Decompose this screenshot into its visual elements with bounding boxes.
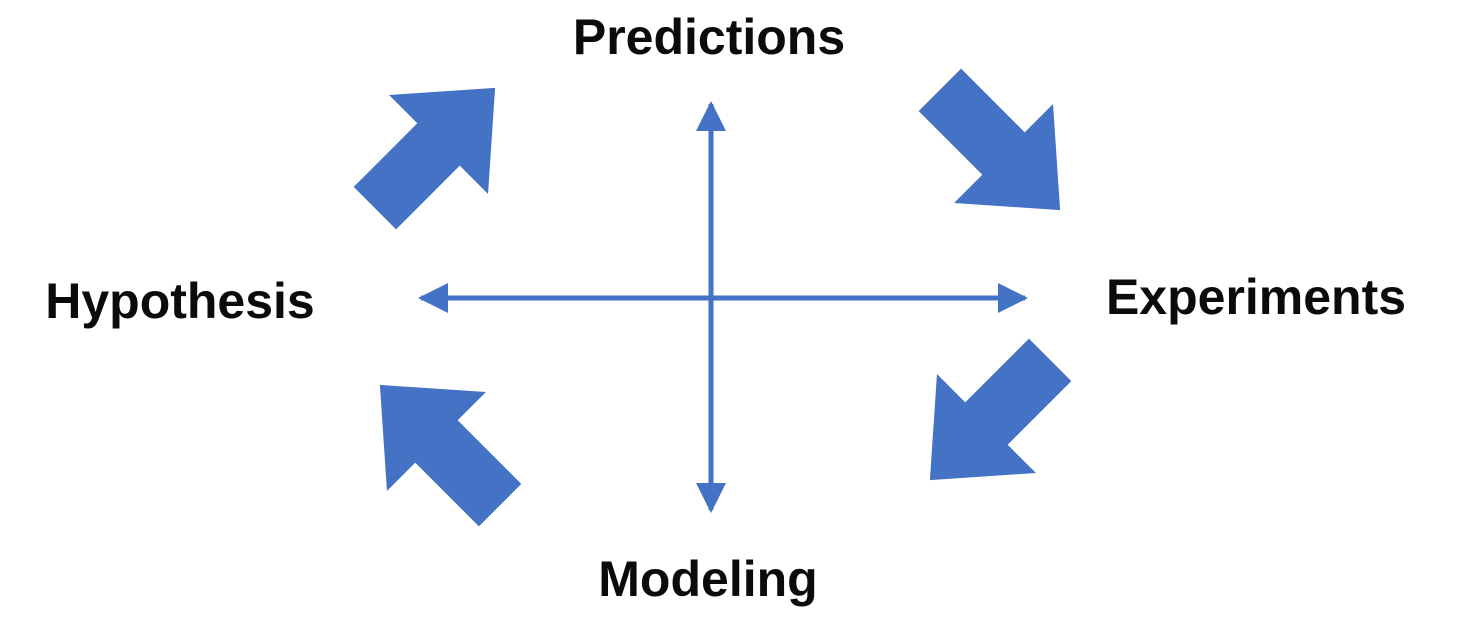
arrow-experiments-to-modeling: [880, 310, 1100, 530]
node-predictions: Predictions: [573, 9, 845, 65]
node-modeling: Modeling: [598, 551, 817, 607]
arrow-hypothesis-to-predictions: [325, 38, 545, 258]
node-hypothesis: Hypothesis: [45, 273, 315, 329]
node-experiments: Experiments: [1106, 269, 1406, 325]
axes-cross: [418, 101, 1028, 513]
arrow-predictions-to-experiments: [890, 40, 1110, 260]
arrow-modeling-to-hypothesis: [330, 335, 550, 555]
